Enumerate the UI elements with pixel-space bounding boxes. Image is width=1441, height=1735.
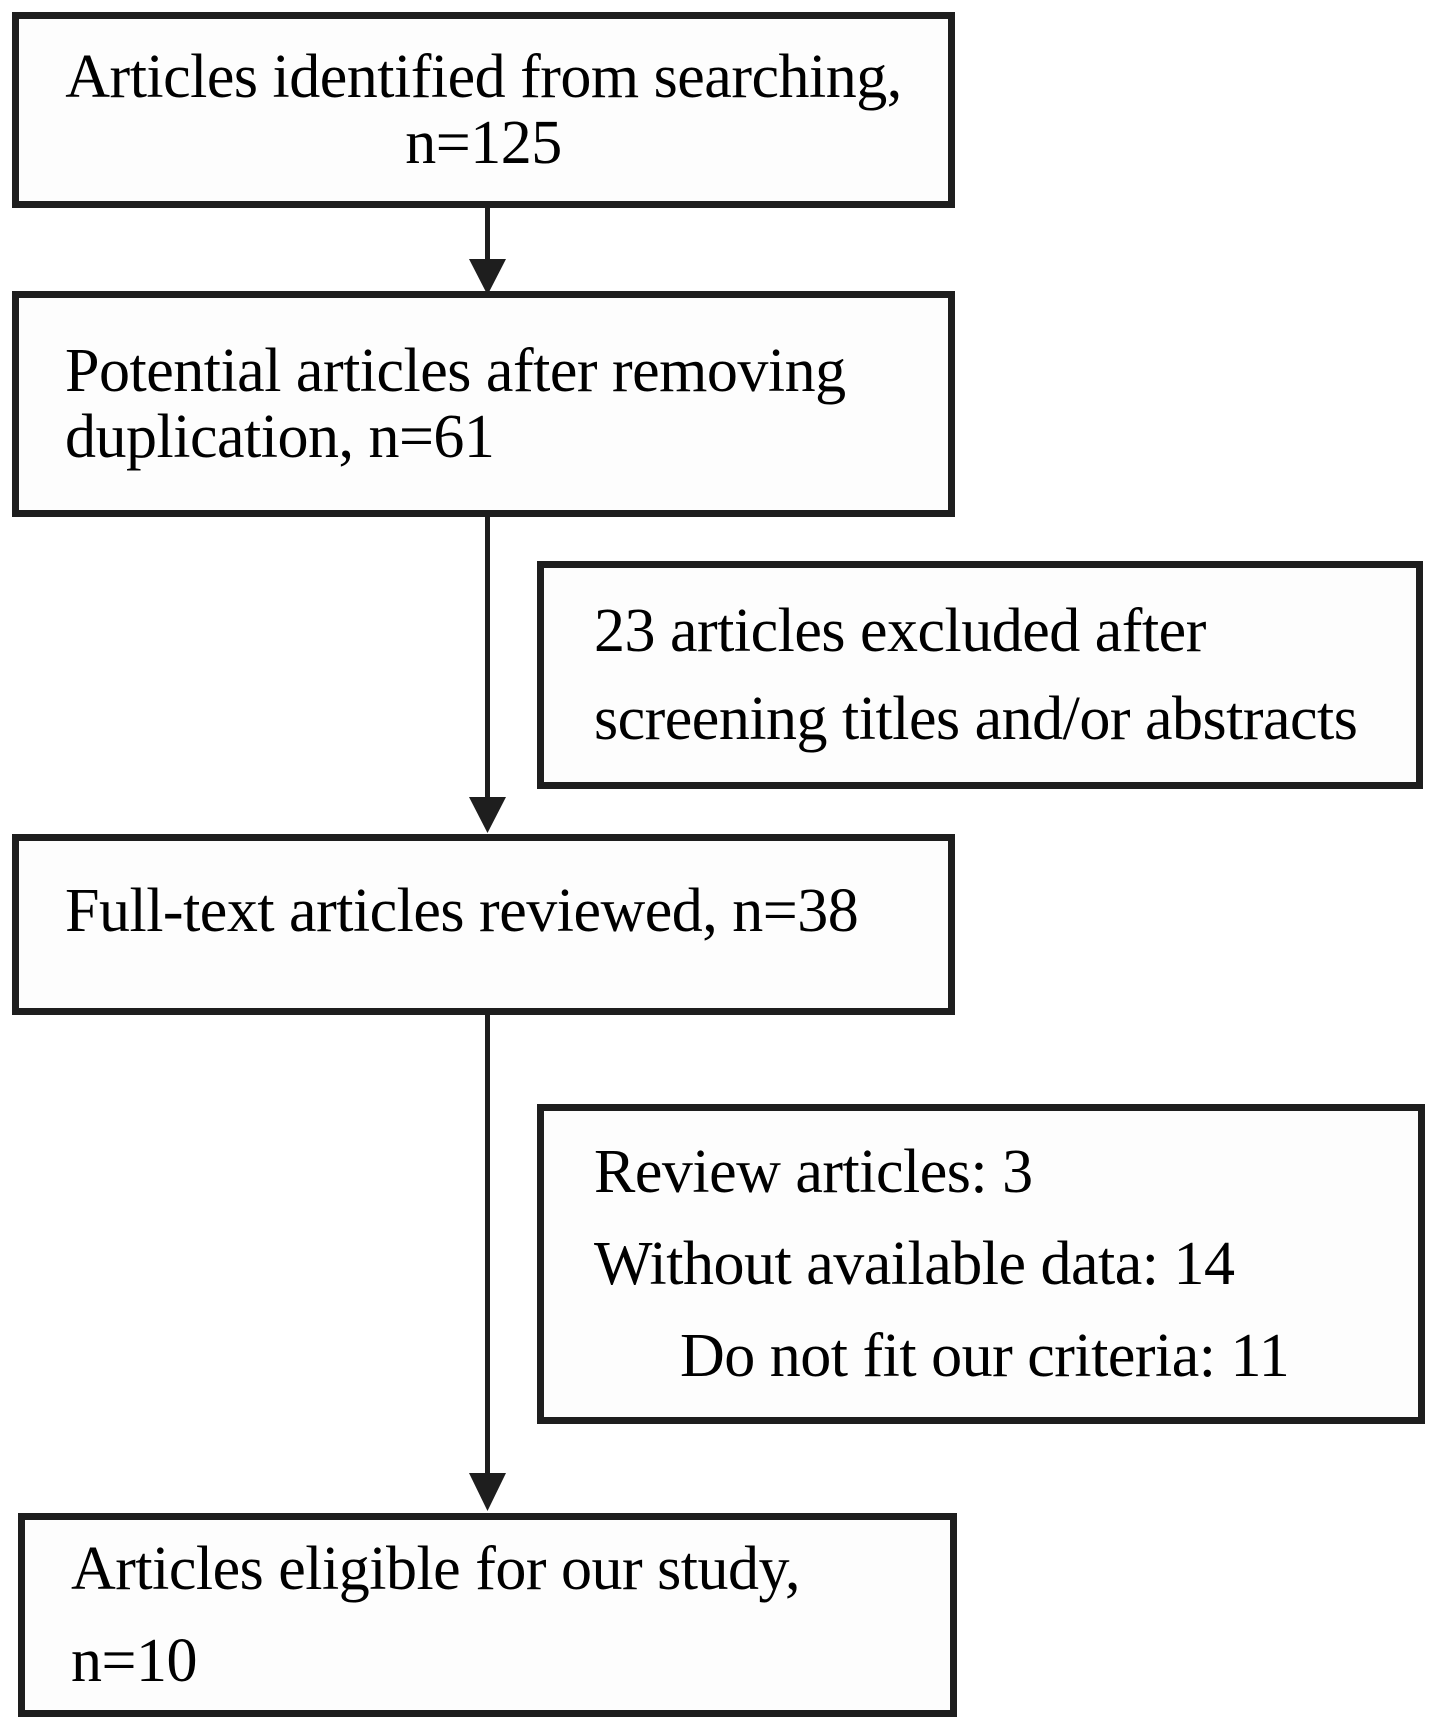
box-text-line: screening titles and/or abstracts: [594, 685, 1358, 753]
box-text-line: Do not fit our criteria: 11: [680, 1322, 1290, 1390]
box-text-line: 23 articles excluded after: [594, 597, 1206, 665]
box-text-line: Review articles: 3: [594, 1138, 1033, 1206]
box-articles-eligible: Articles eligible for our study, n=10: [18, 1513, 957, 1717]
box-articles-deduplicated: Potential articles after removing duplic…: [12, 291, 955, 517]
box-text-line: n=125: [405, 109, 562, 177]
box-excluded-screening: 23 articles excluded after screening tit…: [537, 561, 1423, 789]
box-text-line: duplication, n=61: [65, 403, 495, 471]
box-fulltext-reviewed: Full-text articles reviewed, n=38: [12, 834, 955, 1015]
box-text-line: Potential articles after removing: [65, 337, 846, 405]
box-text-line: Articles identified from searching,: [65, 43, 902, 111]
box-articles-identified: Articles identified from searching, n=12…: [12, 12, 955, 208]
box-text-line: Full-text articles reviewed, n=38: [65, 877, 859, 945]
box-excluded-fulltext: Review articles: 3 Without available dat…: [537, 1104, 1425, 1424]
arrow-identified-to-deduplicated: [469, 206, 506, 295]
box-text-line: n=10: [71, 1627, 197, 1695]
box-text-line: Without available data: 14: [594, 1230, 1235, 1298]
arrow-deduplicated-to-fulltext: [469, 515, 506, 833]
arrow-fulltext-to-eligible: [469, 1013, 506, 1511]
box-text-line: Articles eligible for our study,: [71, 1535, 800, 1603]
